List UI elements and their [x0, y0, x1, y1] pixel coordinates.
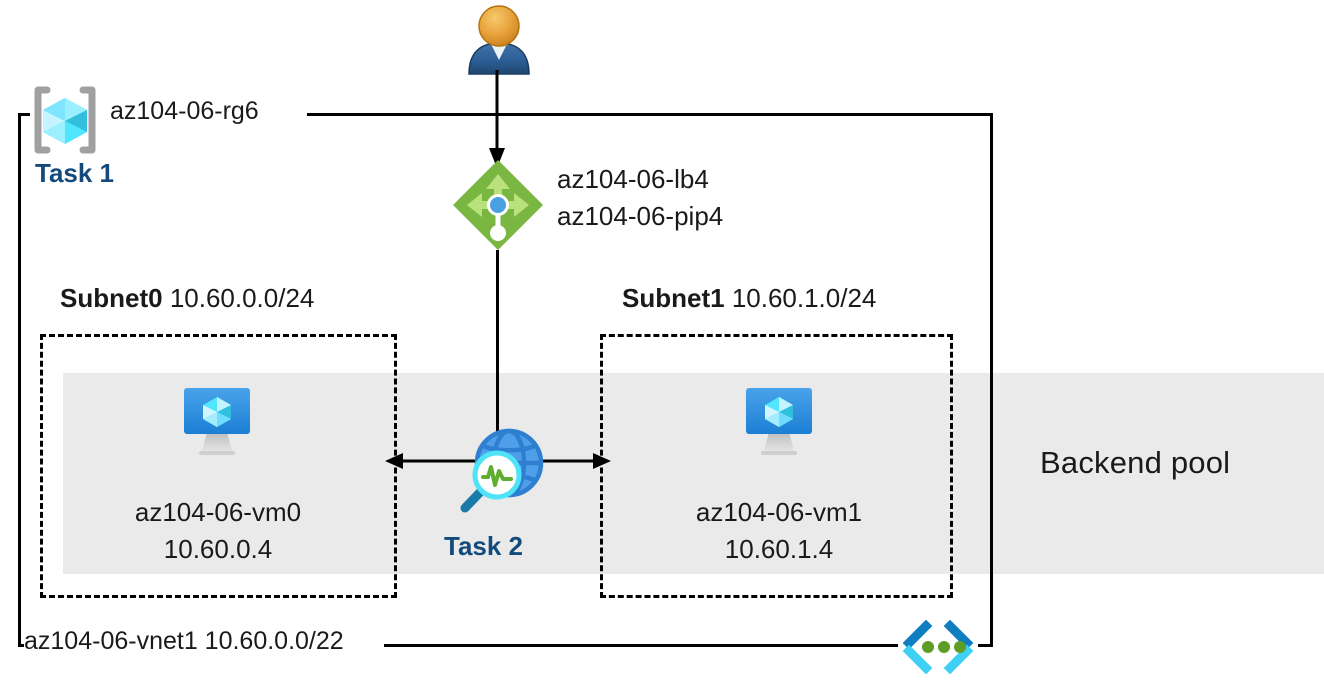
virtual-machine-icon [741, 382, 817, 456]
backend-pool-label: Backend pool [1040, 445, 1231, 480]
subnet1-label: Subnet1 10.60.1.0/24 [622, 283, 876, 314]
resource-group-boundary [18, 113, 993, 647]
subnet1-boundary [600, 334, 953, 598]
subnet0-label: Subnet0 10.60.0.0/24 [60, 283, 314, 314]
vnet-label-gap [24, 637, 384, 653]
vnet-label: az104-06-vnet1 10.60.0.0/22 [24, 627, 344, 655]
subnet1-name: Subnet1 [622, 283, 725, 313]
virtual-network-icon [900, 619, 976, 675]
resource-group-icon [27, 84, 103, 156]
subnet0-boundary [40, 334, 397, 598]
subnet1-cidr: 10.60.1.0/24 [731, 283, 877, 313]
virtual-machine-icon [179, 382, 255, 456]
load-balancer-to-vms-line [496, 250, 499, 446]
task-2-label: Task 2 [444, 531, 524, 561]
subnet0-name: Subnet0 [60, 283, 163, 313]
vm1-ip: 10.60.1.4 [724, 534, 834, 564]
network-watcher-icon [455, 419, 551, 515]
user-to-load-balancer-arrow [470, 70, 530, 170]
public-ip-name: az104-06-pip4 [557, 201, 724, 231]
resource-group-name: az104-06-rg6 [110, 97, 259, 125]
load-balancer-name: az104-06-lb4 [557, 164, 709, 194]
task-1-label: Task 1 [35, 158, 115, 188]
subnet0-cidr: 10.60.0.0/24 [169, 283, 315, 313]
backend-pool-band [63, 373, 1324, 574]
user-icon [461, 2, 537, 76]
vm0-ip: 10.60.0.4 [163, 534, 273, 564]
vm0-name: az104-06-vm0 [134, 497, 302, 527]
load-balancer-icon [450, 157, 546, 253]
vm1-name: az104-06-vm1 [695, 497, 863, 527]
resource-group-label-gap [30, 106, 307, 122]
